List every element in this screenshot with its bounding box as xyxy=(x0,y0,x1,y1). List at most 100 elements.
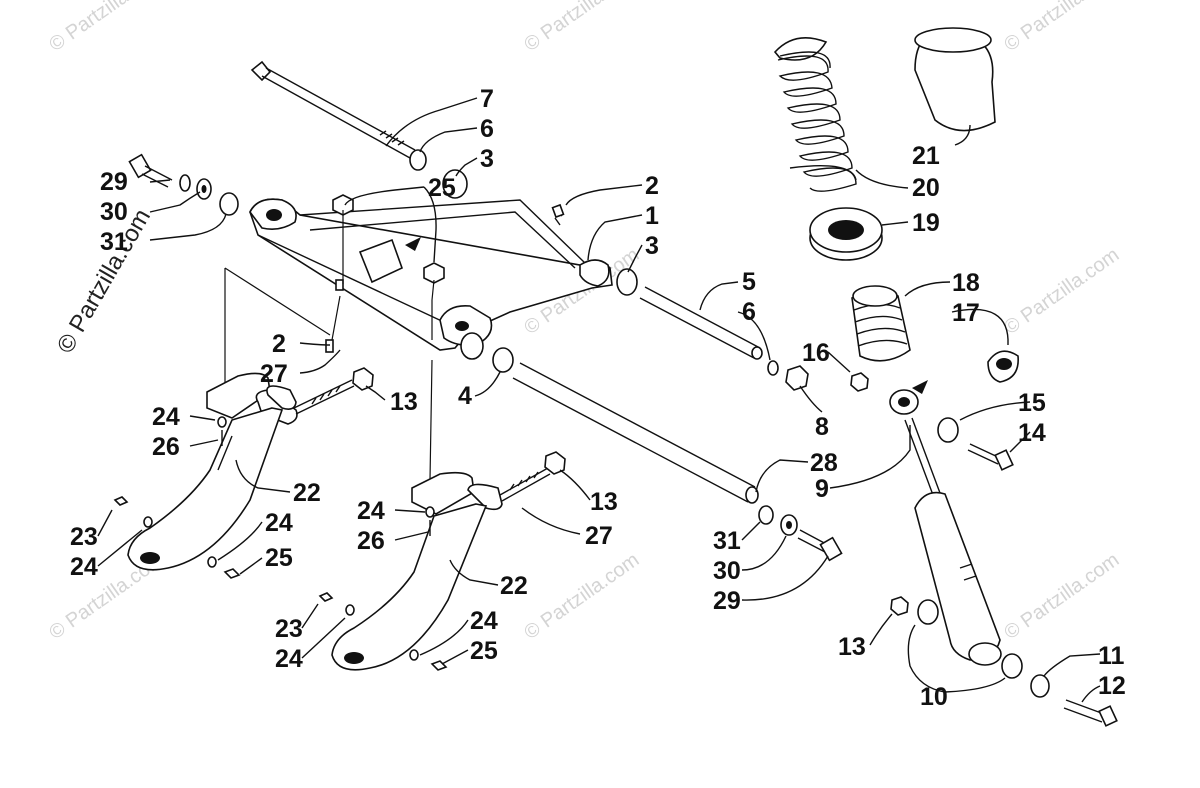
bolt-shock-bottom xyxy=(1063,699,1118,727)
callout-10: 10 xyxy=(920,683,948,711)
washer xyxy=(207,556,217,568)
bracket-hole xyxy=(344,652,364,664)
arm-hole xyxy=(455,321,469,331)
bushing xyxy=(767,360,779,376)
callout-20: 20 xyxy=(912,174,940,202)
watermark: © Partzilla.com xyxy=(520,0,643,56)
callout-18: 18 xyxy=(952,269,980,297)
washer-hole xyxy=(786,521,792,529)
washer xyxy=(409,649,419,661)
nut xyxy=(423,262,445,284)
bolt-small xyxy=(318,592,334,602)
washer xyxy=(179,174,191,192)
bushing xyxy=(409,149,427,171)
callout-24: 24 xyxy=(275,645,303,673)
washer xyxy=(217,416,227,428)
bushing xyxy=(616,268,638,296)
arm-hole xyxy=(266,209,282,221)
callout-23: 23 xyxy=(275,615,303,643)
callout-13: 13 xyxy=(390,388,418,416)
callout-22: 22 xyxy=(293,479,321,507)
bolt-right xyxy=(797,529,843,562)
watermark: © Partzilla.com xyxy=(1000,0,1123,56)
callout-2: 2 xyxy=(645,172,659,200)
tube xyxy=(512,362,759,504)
callout-6: 6 xyxy=(480,115,494,143)
shock-bracket xyxy=(127,372,355,571)
nut xyxy=(352,367,374,391)
callout-29: 29 xyxy=(713,587,741,615)
callout-30: 30 xyxy=(100,198,128,226)
callout-25: 25 xyxy=(470,637,498,665)
shock-absorber xyxy=(889,389,1002,666)
callout-4: 4 xyxy=(458,382,472,410)
nut xyxy=(785,365,809,391)
bolt-shock-top xyxy=(967,443,1014,471)
callout-25: 25 xyxy=(265,544,293,572)
callout-17: 17 xyxy=(952,299,980,327)
callout-2: 2 xyxy=(272,330,286,358)
callout-26: 26 xyxy=(357,527,385,555)
callout-27: 27 xyxy=(260,360,288,388)
callout-5: 5 xyxy=(742,268,756,296)
nut xyxy=(430,660,448,671)
cup-bore xyxy=(996,358,1012,370)
washer xyxy=(143,516,153,528)
callout-14: 14 xyxy=(1018,419,1046,447)
nut xyxy=(544,451,566,475)
watermark: © Partzilla.com xyxy=(1000,244,1123,339)
callout-31: 31 xyxy=(713,527,741,555)
callout-12: 12 xyxy=(1098,672,1126,700)
callout-21: 21 xyxy=(912,142,940,170)
spacer xyxy=(1030,674,1050,698)
callout-9: 9 xyxy=(815,475,829,503)
callout-13: 13 xyxy=(838,633,866,661)
callout-labels: 7 6 3 2 1 3 25 29 30 31 5 6 8 4 2 27 13 … xyxy=(70,85,1126,711)
callout-24: 24 xyxy=(70,553,98,581)
callout-24: 24 xyxy=(470,607,498,635)
spacer xyxy=(937,417,959,443)
callout-3: 3 xyxy=(645,232,659,260)
bellows-boot xyxy=(851,285,911,362)
bushing xyxy=(1001,653,1023,679)
arrow-marker xyxy=(912,380,928,394)
callout-19: 19 xyxy=(912,209,940,237)
washer xyxy=(758,505,774,525)
nut xyxy=(223,568,241,579)
callout-24: 24 xyxy=(152,403,180,431)
washer xyxy=(345,604,355,616)
callout-13: 13 xyxy=(590,488,618,516)
bump-cap xyxy=(914,27,996,132)
arrow-marker xyxy=(405,237,421,251)
grease-fitting xyxy=(335,279,344,291)
callout-1: 1 xyxy=(645,202,659,230)
spring-collar xyxy=(809,207,883,261)
coil-spring xyxy=(773,36,857,192)
callout-24: 24 xyxy=(265,509,293,537)
bushing xyxy=(917,599,939,625)
spacer xyxy=(219,192,239,216)
rod xyxy=(639,286,763,360)
callout-24: 24 xyxy=(357,497,385,525)
callout-30: 30 xyxy=(713,557,741,585)
washer xyxy=(425,506,435,518)
bolt-left xyxy=(128,153,173,188)
callout-25: 25 xyxy=(428,174,456,202)
nut xyxy=(890,596,909,616)
nut xyxy=(850,372,869,392)
parts xyxy=(113,27,1118,727)
callout-31: 31 xyxy=(100,228,128,256)
watermark: © Partzilla.com xyxy=(1000,549,1123,644)
bracket-hole xyxy=(140,552,160,564)
shock-eye xyxy=(898,397,910,407)
watermark: © Partzilla.com xyxy=(45,0,168,56)
callout-26: 26 xyxy=(152,433,180,461)
callout-11: 11 xyxy=(1098,642,1125,670)
nut xyxy=(332,194,354,216)
long-bolt xyxy=(250,60,416,159)
rubber-cup xyxy=(987,350,1019,383)
collar-bore xyxy=(828,220,864,240)
spacer xyxy=(460,332,484,360)
